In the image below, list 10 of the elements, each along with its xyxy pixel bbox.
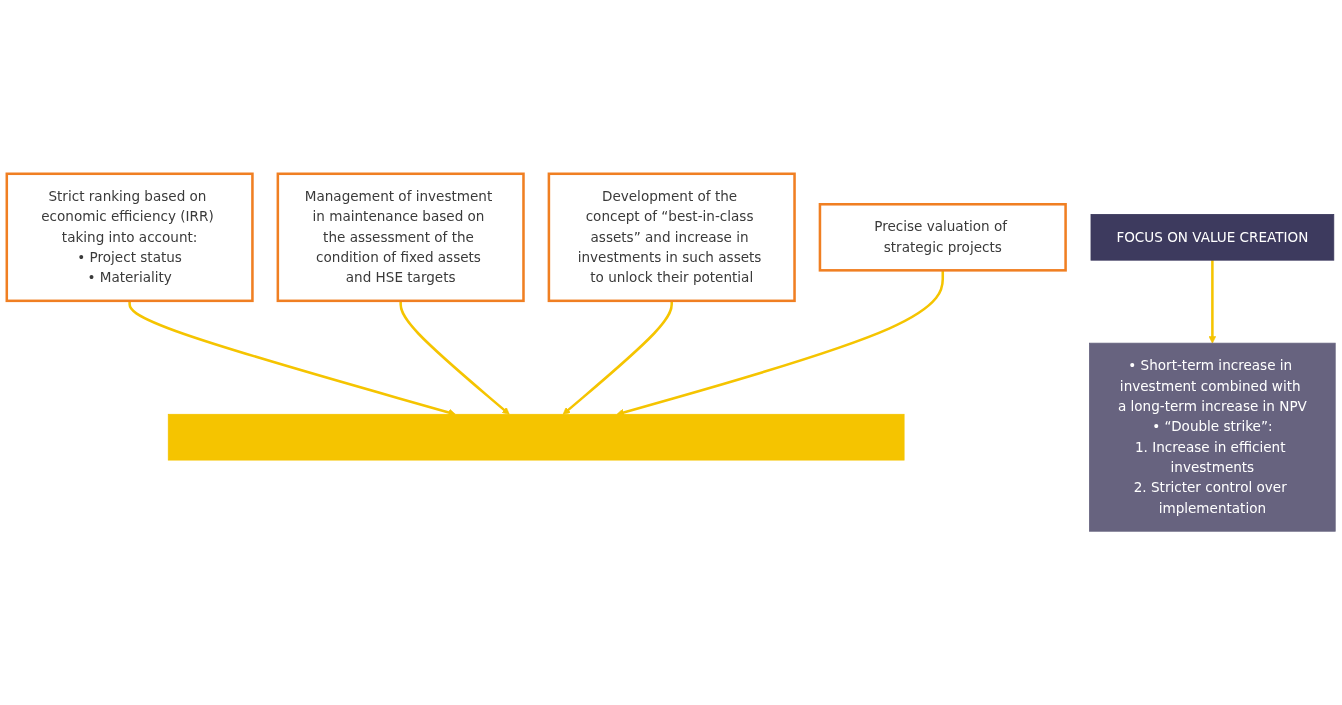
node-bar: [167, 413, 905, 461]
node-box: FOCUS ON VALUE CREATION: [1090, 214, 1335, 261]
node-box: Development of the concept of “best-in-class assets” and increase in investments in such assets to unlock their potential: [547, 172, 796, 303]
node-box: Management of investment in maintenance based on the assessment of the condition of fixed assets and HSE targets: [276, 172, 525, 303]
arrow: [1208, 260, 1217, 344]
node-box: Strict ranking based on economic efficiency (IRR) taking into account: • Project status • Materiality: [5, 172, 254, 303]
arrow: [399, 300, 510, 415]
arrow: [562, 300, 673, 415]
node-box: Precise valuation of strategic projects: [818, 203, 1067, 272]
node-box: • Short-term increase in investment combined with a long-term increase in NPV • “Double strike”: 1. Increase in efficient investments 2. Stricter control over implementation: [1089, 342, 1336, 532]
